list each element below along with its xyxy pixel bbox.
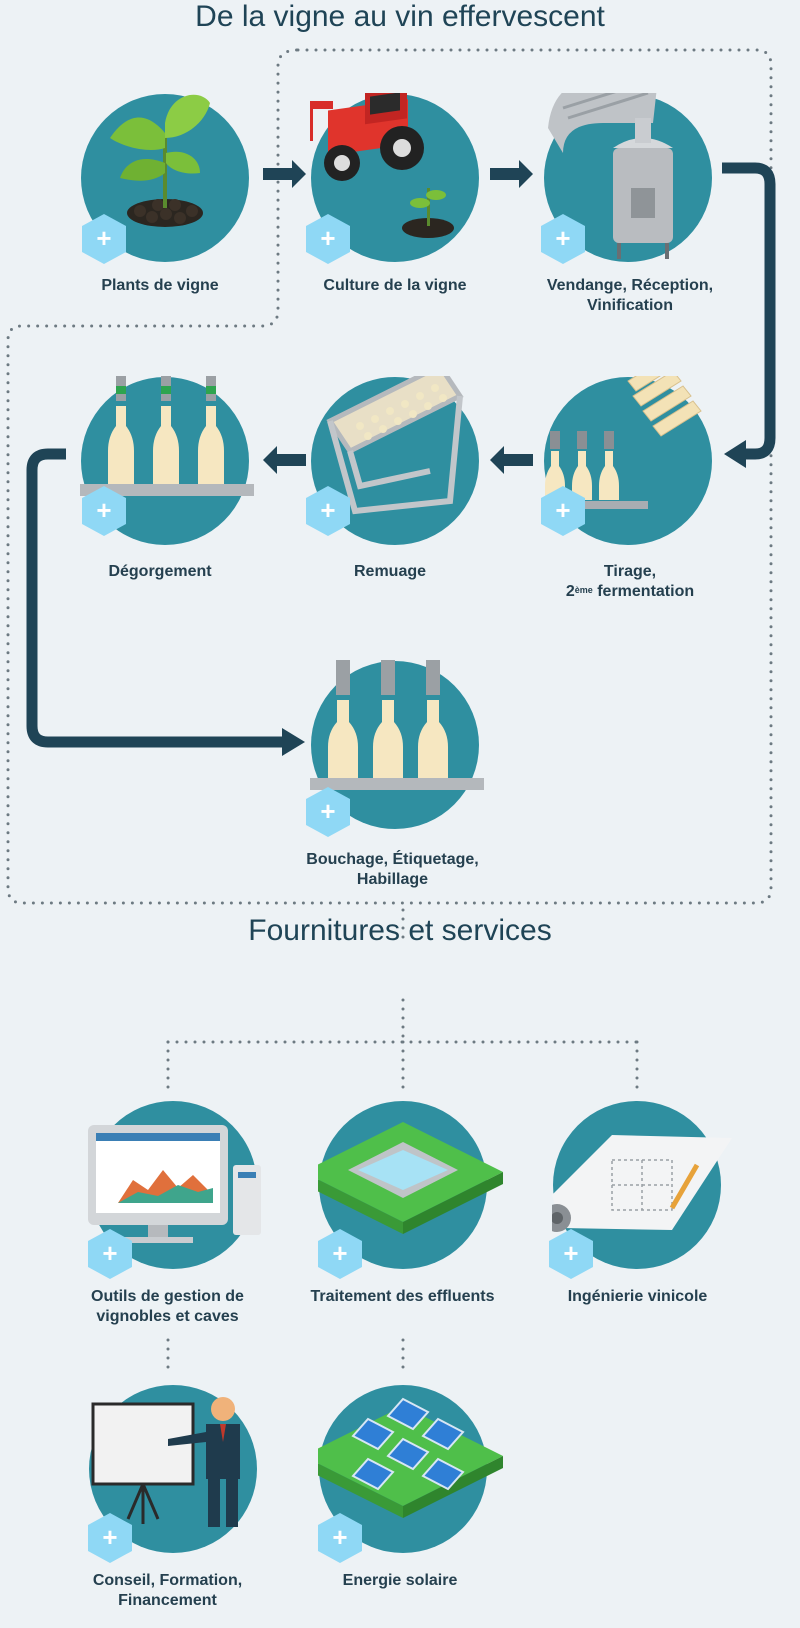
process-step-vendange[interactable]	[543, 78, 743, 288]
step-label-vendange: Vendange, Réception, Vinification	[520, 276, 740, 316]
svg-text:+: +	[320, 223, 335, 253]
step-label-degorgement: Dégorgement	[108, 563, 212, 580]
svg-text:+: +	[332, 1238, 347, 1268]
service-label-solaire: Energie solaire	[342, 1572, 458, 1589]
process-step-tirage[interactable]	[528, 355, 743, 571]
expand-button-degorgement[interactable]: +	[80, 485, 128, 542]
svg-text:+: +	[102, 1238, 117, 1268]
service-label-conseil: Conseil, Formation, Financement	[65, 1571, 270, 1611]
expand-button-ingenierie[interactable]: +	[547, 1228, 595, 1285]
step-label-bouchage-line1: Bouchage, Étiquetage,	[306, 851, 479, 868]
step-label-tirage: Tirage, 2ème fermentation	[520, 562, 740, 602]
step-label-tirage-number: 2	[565, 583, 575, 600]
service-label-outils-line1: Outils de gestion de	[91, 1288, 244, 1305]
arrow-2-3	[490, 160, 533, 188]
riddling-rack-icon	[311, 362, 479, 545]
service-outils[interactable]	[88, 1100, 288, 1295]
arrow-4-5	[490, 446, 533, 474]
step-label-bouchage-line2: Habillage	[356, 871, 429, 888]
bottle-tirage-icon	[528, 355, 712, 545]
arrow-3-4-head	[724, 440, 746, 468]
svg-text:+: +	[96, 495, 111, 525]
expand-button-tirage[interactable]: +	[539, 485, 587, 542]
step-label-plants: Plants de vigne	[101, 277, 219, 294]
plus-hexagon-icon: +	[306, 214, 350, 264]
svg-text:+: +	[96, 223, 111, 253]
expand-button-plants[interactable]: +	[80, 213, 128, 270]
press-tank-icon	[544, 78, 712, 262]
plus-hexagon-icon: +	[306, 787, 350, 837]
solar-panels-icon	[303, 1385, 503, 1553]
expand-button-culture[interactable]: +	[304, 213, 352, 270]
arrow-6-7-head	[282, 728, 305, 756]
svg-text:+: +	[332, 1522, 347, 1552]
expand-button-vendange[interactable]: +	[539, 213, 587, 270]
step-label-vendange-line2: Vinification	[587, 297, 673, 314]
service-label-ingenierie: Ingénierie vinicole	[567, 1288, 708, 1305]
expand-button-remuage[interactable]: +	[304, 485, 352, 542]
expand-button-effluents[interactable]: +	[316, 1228, 364, 1285]
svg-text:+: +	[563, 1238, 578, 1268]
grape-plant-icon	[81, 94, 249, 262]
service-label-outils-line2: vignobles et caves	[96, 1308, 239, 1325]
blueprint-icon	[543, 1101, 732, 1269]
plus-hexagon-icon: +	[541, 214, 585, 264]
service-label-conseil-line2: Financement	[118, 1592, 217, 1609]
effluent-basin-icon	[303, 1101, 503, 1269]
plus-hexagon-icon: +	[306, 486, 350, 536]
plus-hexagon-icon: +	[88, 1229, 132, 1279]
process-step-remuage[interactable]	[310, 362, 510, 571]
service-conseil[interactable]	[88, 1384, 288, 1579]
svg-text:+: +	[555, 495, 570, 525]
process-title: De la vigne au vin effervescent	[195, 0, 605, 33]
arrow-5-6	[263, 446, 306, 474]
step-label-tirage-sup: ème	[574, 585, 593, 595]
expand-button-outils[interactable]: +	[86, 1228, 134, 1285]
service-label-conseil-line1: Conseil, Formation,	[92, 1572, 243, 1589]
service-label-effluents: Traitement des effluents	[310, 1288, 495, 1305]
corking-bottles-icon	[304, 655, 484, 829]
step-label-vendange-line1: Vendange, Réception,	[546, 277, 714, 294]
step-label-tirage-line2: 2ème fermentation	[520, 582, 740, 602]
step-label-bouchage: Bouchage, Étiquetage, Habillage	[280, 850, 505, 890]
step-label-tirage-line1: Tirage,	[603, 563, 657, 580]
svg-text:+: +	[320, 796, 335, 826]
arrow-6-7	[26, 448, 285, 748]
step-label-remuage: Remuage	[353, 563, 427, 580]
process-step-culture[interactable]	[305, 84, 510, 288]
arrow-3-4	[722, 162, 776, 460]
presenter-board-icon	[89, 1385, 257, 1553]
process-step-bouchage[interactable]	[304, 655, 510, 855]
plus-hexagon-icon: +	[82, 214, 126, 264]
plus-hexagon-icon: +	[88, 1513, 132, 1563]
svg-text:+: +	[102, 1522, 117, 1552]
plus-hexagon-icon: +	[318, 1513, 362, 1563]
service-solaire[interactable]	[303, 1384, 518, 1579]
expand-button-bouchage[interactable]: +	[304, 786, 352, 843]
computer-software-icon	[88, 1101, 261, 1269]
dotted-boundary	[6, 48, 773, 905]
plus-hexagon-icon: +	[549, 1229, 593, 1279]
plus-hexagon-icon: +	[318, 1229, 362, 1279]
tractor-icon	[305, 84, 479, 262]
expand-button-conseil[interactable]: +	[86, 1512, 134, 1569]
service-ingenierie[interactable]	[543, 1100, 752, 1295]
svg-text:+: +	[555, 223, 570, 253]
step-label-culture: Culture de la vigne	[323, 277, 467, 294]
svg-text:+: +	[320, 495, 335, 525]
services-title: Fournitures et services	[248, 914, 552, 947]
step-label-tirage-rest: fermentation	[592, 583, 695, 600]
service-label-outils: Outils de gestion de vignobles et caves	[60, 1287, 275, 1327]
arrow-1-2	[263, 160, 306, 188]
plus-hexagon-icon: +	[541, 486, 585, 536]
expand-button-solaire[interactable]: +	[316, 1512, 364, 1569]
service-effluents[interactable]	[303, 1100, 518, 1295]
process-step-plants[interactable]	[80, 93, 280, 288]
plus-hexagon-icon: +	[82, 486, 126, 536]
